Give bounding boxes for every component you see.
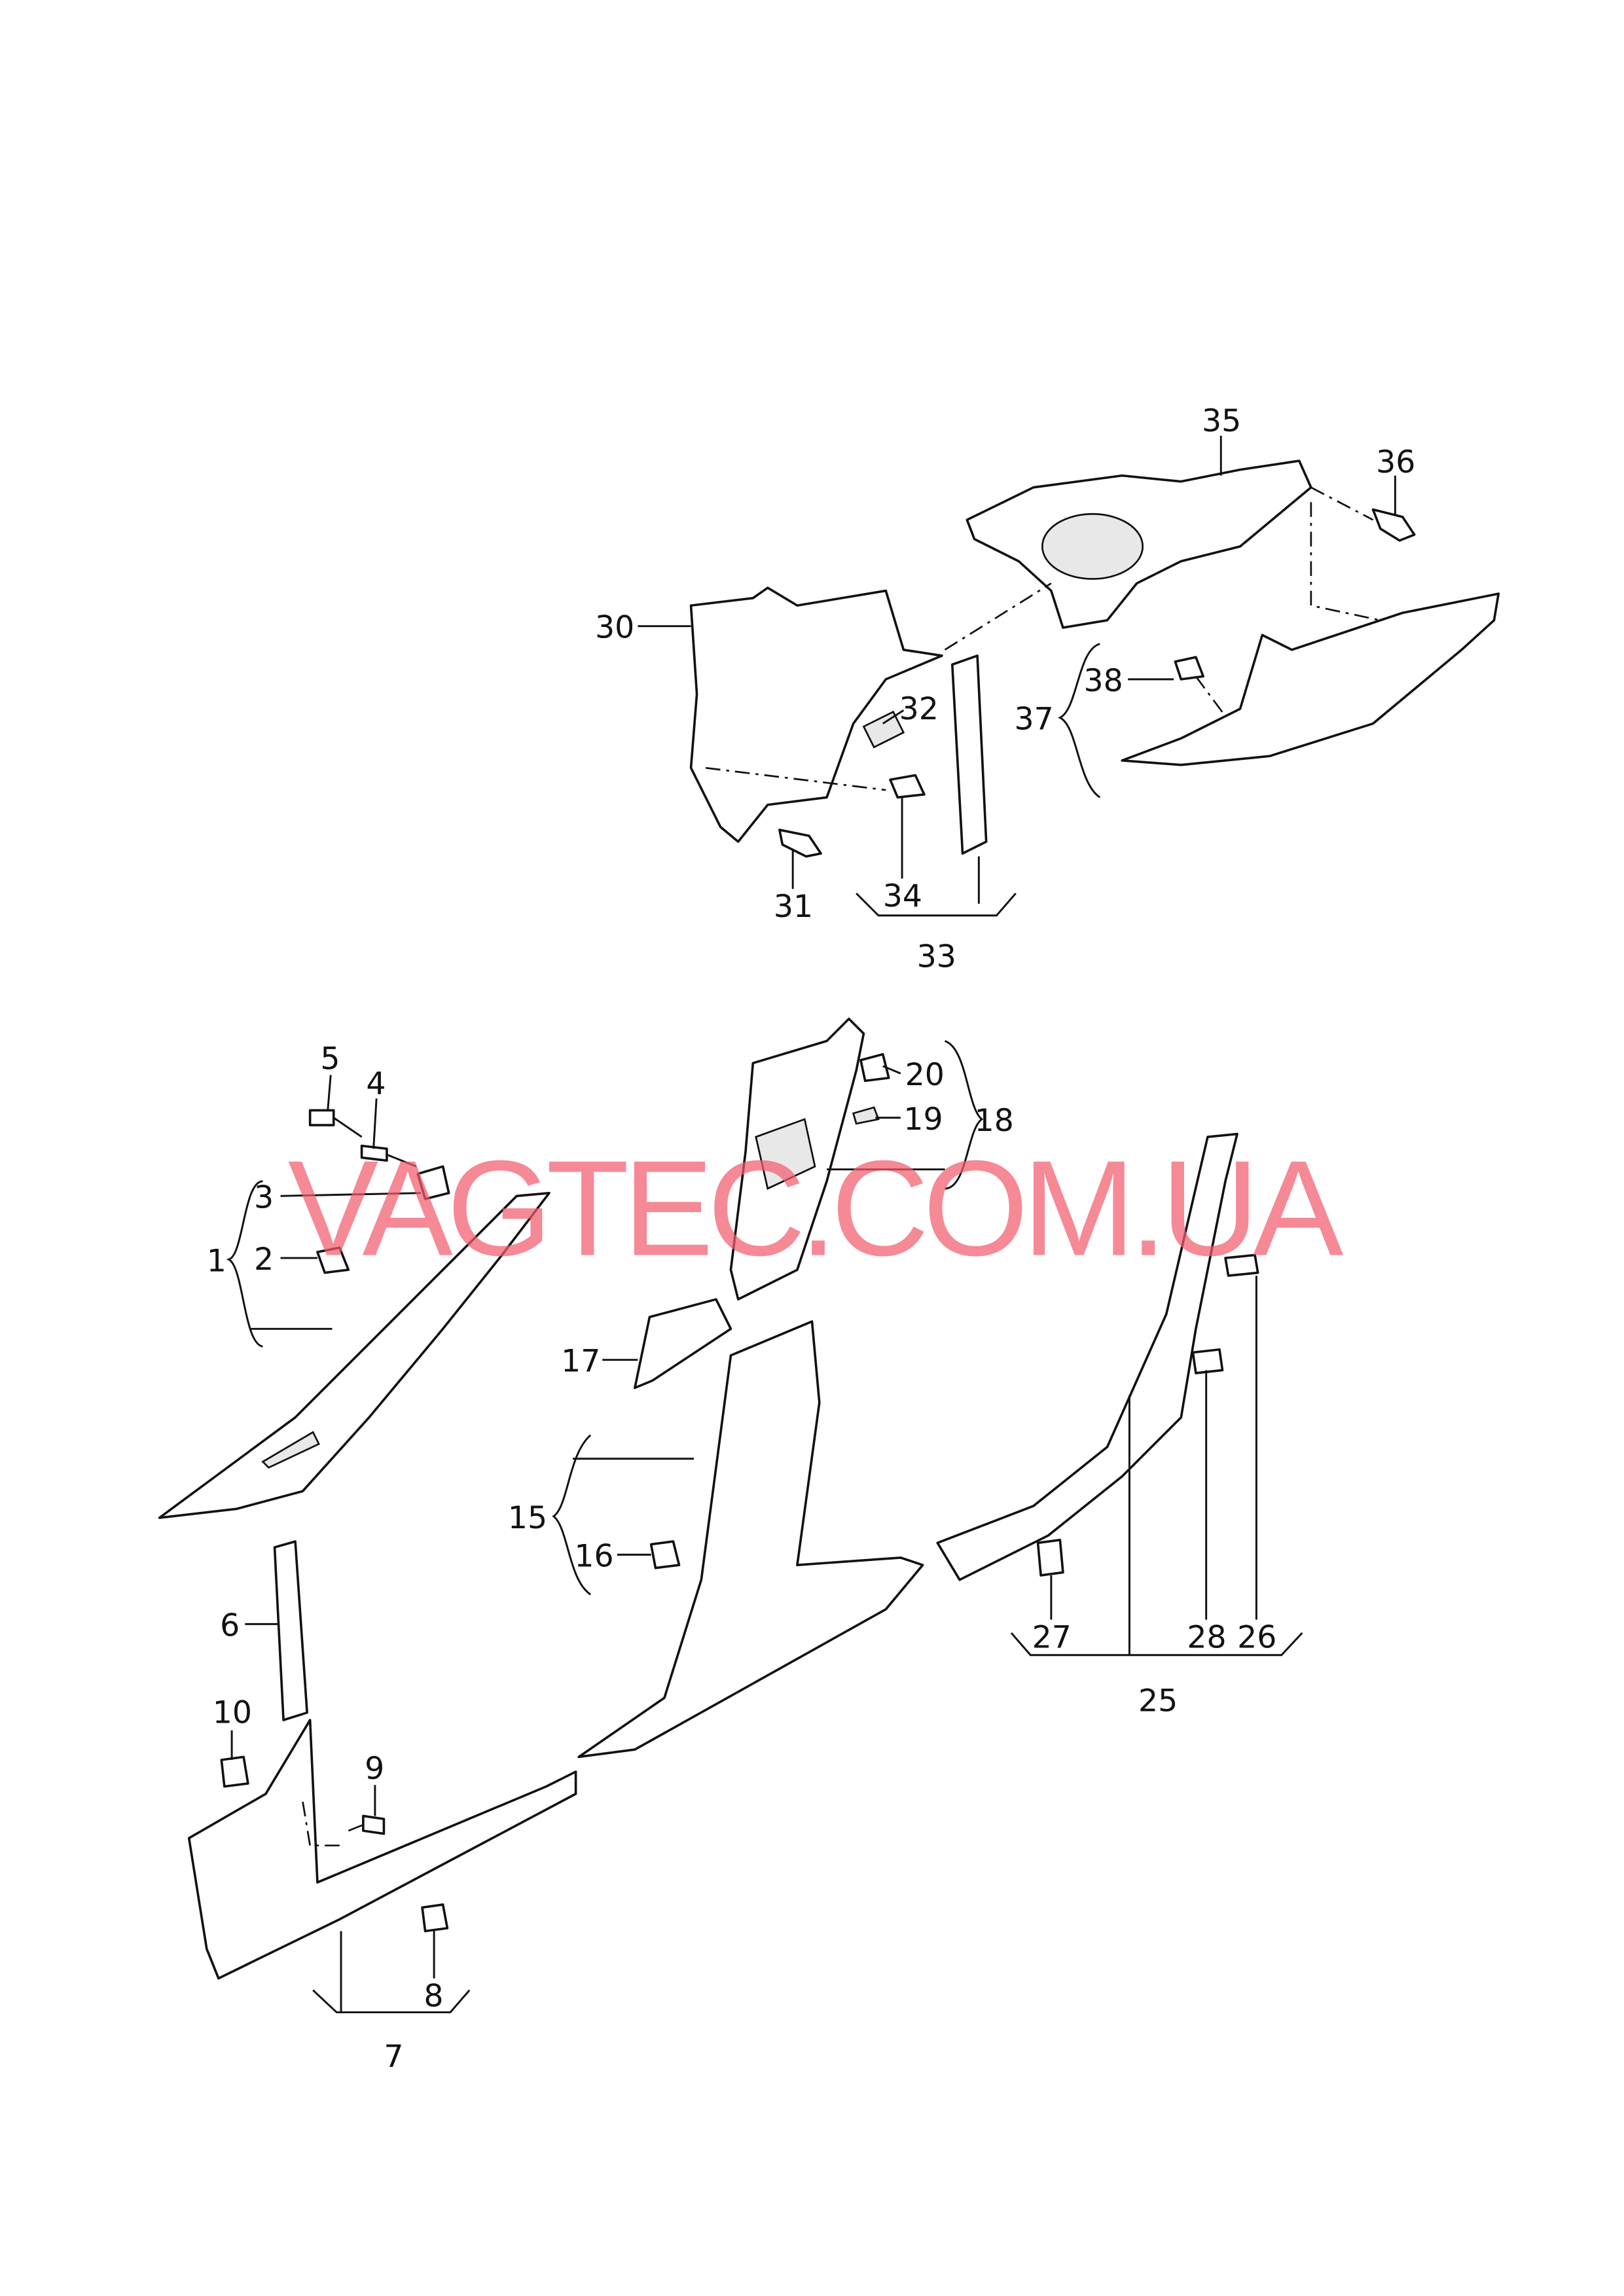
part-19-pad (852, 1106, 880, 1125)
part-9-screw (362, 1814, 386, 1835)
part-4-bolt (360, 1144, 417, 1168)
callout-33: 33 (917, 939, 956, 975)
callout-25: 25 (1138, 1683, 1178, 1719)
callout-7: 7 (384, 2039, 403, 2075)
callout-8: 8 (424, 1979, 443, 2015)
callout-34: 34 (883, 878, 922, 914)
callout-32: 32 (899, 691, 939, 727)
callout-6: 6 (220, 1607, 240, 1643)
part-16-clip (649, 1540, 681, 1570)
part-7-sill-trim (187, 1719, 577, 1980)
part-38-clip (1174, 656, 1204, 681)
part-3-clip (416, 1165, 450, 1200)
callout-3: 3 (254, 1179, 274, 1215)
part-32-pad (862, 710, 905, 749)
part-31-clip (778, 829, 822, 858)
callout-18: 18 (975, 1103, 1014, 1139)
part-34-clip (889, 774, 926, 799)
callout-28: 28 (1187, 1619, 1226, 1655)
part-17-bracket (634, 1298, 732, 1390)
part-20-clip (859, 1052, 890, 1083)
callout-31: 31 (774, 889, 813, 925)
part-37-luggage-trim (1121, 592, 1500, 766)
callout-20: 20 (905, 1057, 945, 1093)
callout-16: 16 (574, 1538, 613, 1574)
part-33-trim-strip (950, 655, 988, 855)
callout-5: 5 (320, 1041, 340, 1077)
part-26-clip (1224, 1253, 1259, 1277)
callout-35: 35 (1202, 403, 1241, 439)
part-2-clip (316, 1246, 350, 1274)
part-8-clip (421, 1903, 449, 1933)
callout-15: 15 (508, 1500, 547, 1536)
callout-2: 2 (254, 1242, 274, 1278)
part-28-clip (1191, 1348, 1224, 1374)
callout-38: 38 (1084, 663, 1123, 699)
callout-labels: 35 36 30 32 38 37 31 34 33 5 4 3 20 19 1… (207, 403, 1416, 2075)
part-1-a-pillar-trim (158, 1191, 550, 1519)
leader-lines (226, 435, 1396, 2014)
part-27-clip (1036, 1539, 1064, 1577)
part-35-rear-shelf-bracket (965, 459, 1312, 629)
part-15-b-pillar-lower-trim (577, 1320, 924, 1759)
callout-9: 9 (365, 1751, 384, 1787)
callout-19: 19 (903, 1102, 943, 1138)
part-25-rear-pillar-sill-trim (936, 1132, 1238, 1581)
callout-26: 26 (1237, 1619, 1276, 1655)
part-18-b-pillar-upper-trim (729, 1017, 865, 1300)
part-36-clip (1371, 508, 1416, 542)
callout-17: 17 (561, 1344, 600, 1380)
part-5-screw (308, 1109, 363, 1138)
part-30-rear-side-trim (689, 586, 943, 843)
callout-36: 36 (1376, 444, 1415, 480)
callout-37: 37 (1014, 702, 1053, 738)
callout-4: 4 (366, 1066, 386, 1102)
callout-30: 30 (595, 610, 634, 646)
callout-27: 27 (1032, 1619, 1072, 1655)
callout-1: 1 (207, 1243, 226, 1279)
part-6-trim-strip (273, 1540, 308, 1721)
callout-10: 10 (213, 1695, 252, 1731)
part-10-clip (220, 1755, 249, 1788)
watermark: VAGTEC.COM.UA (288, 1132, 1344, 1284)
